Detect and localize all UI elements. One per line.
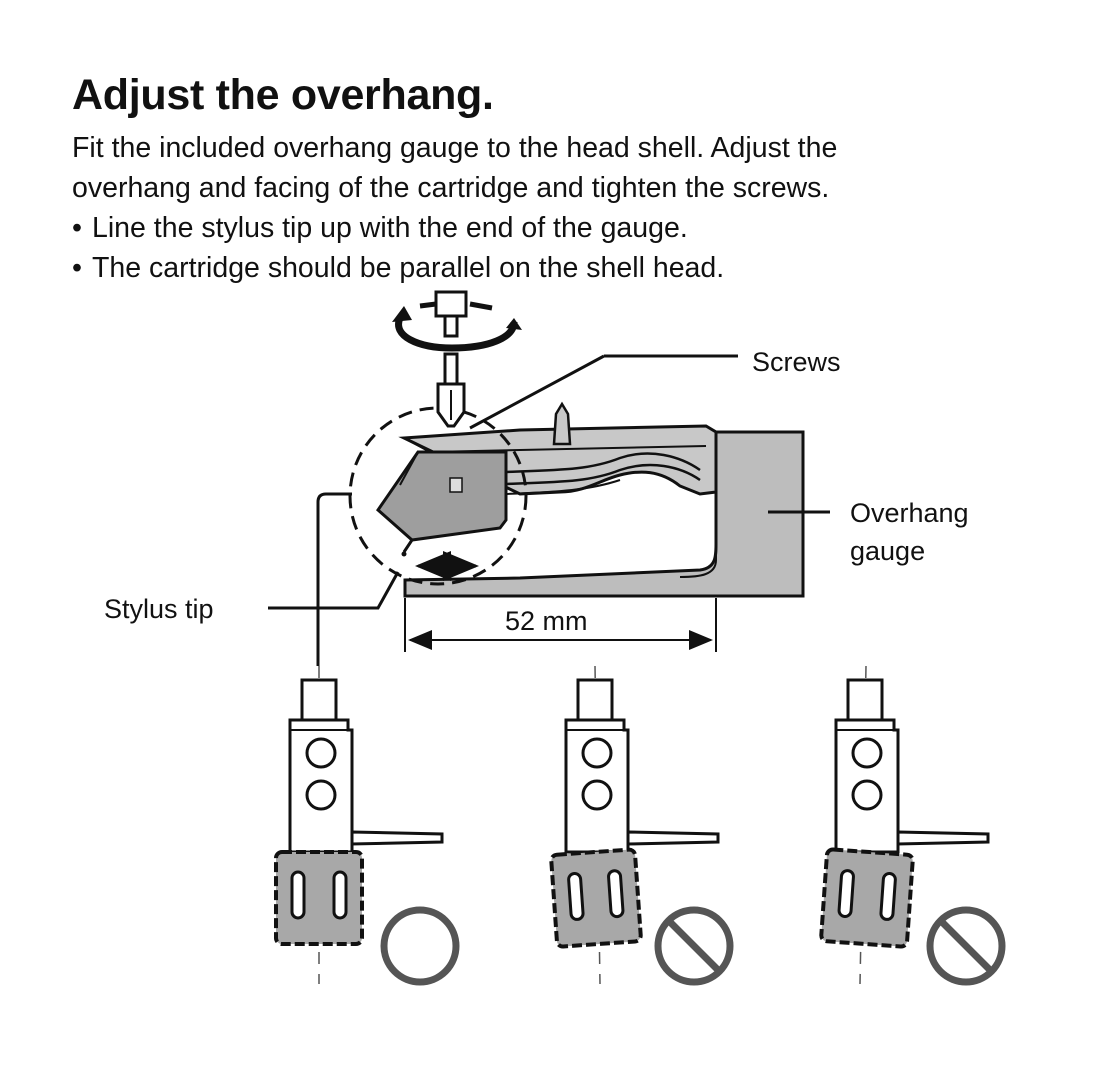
cartridge xyxy=(376,450,508,557)
screws-callout: Screws xyxy=(469,347,841,430)
dimension-label: 52 mm xyxy=(505,606,588,636)
example-incorrect-2 xyxy=(819,665,1006,986)
leader-line xyxy=(316,492,352,666)
overhang-gauge-callout: Overhang gauge xyxy=(768,498,969,566)
bullet-item: • The cartridge should be parallel on the… xyxy=(72,248,1032,288)
overhang-gauge-label-line-2: gauge xyxy=(850,536,925,566)
dimension-52mm: 52 mm xyxy=(404,598,717,652)
instructions: Fit the included overhang gauge to the h… xyxy=(72,128,1032,288)
intro-line-2: overhang and facing of the cartridge and… xyxy=(72,172,830,204)
screws-label: Screws xyxy=(752,347,841,377)
bullet-text: The cartridge should be parallel on the … xyxy=(92,252,725,284)
prohibited-icon xyxy=(926,906,1006,986)
bullet-text: Line the stylus tip up with the end of t… xyxy=(92,212,688,244)
overhang-gauge-label-line-1: Overhang xyxy=(850,498,969,528)
screwdriver xyxy=(392,290,522,428)
intro-line-1: Fit the included overhang gauge to the h… xyxy=(72,132,838,164)
bullet-item: • Line the stylus tip up with the end of … xyxy=(72,208,1032,248)
ok-circle-icon xyxy=(380,906,460,986)
detail-highlight-circle xyxy=(348,406,528,586)
bullet-marker: • xyxy=(72,212,82,244)
stylus-tip-callout: Stylus tip xyxy=(104,571,400,624)
stylus-tip-label: Stylus tip xyxy=(104,594,214,624)
prohibited-icon xyxy=(654,906,734,986)
bullet-marker: • xyxy=(72,252,82,284)
example-incorrect-1 xyxy=(549,665,734,986)
section-heading: Adjust the overhang. xyxy=(72,71,494,119)
example-correct xyxy=(274,666,460,986)
